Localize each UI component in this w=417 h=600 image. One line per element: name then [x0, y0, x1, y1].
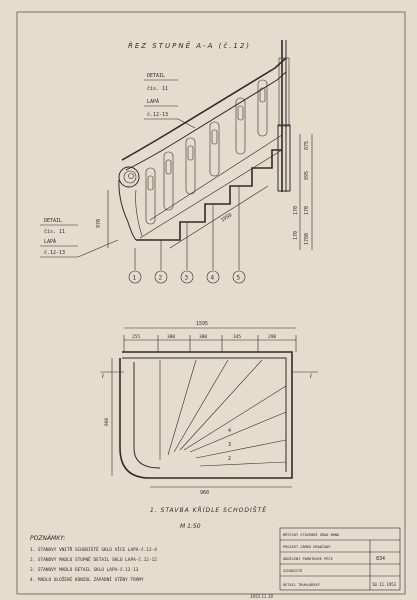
- svg-text:10.11.1953: 10.11.1953: [372, 582, 397, 587]
- handrail-top: [121, 57, 287, 161]
- notes-title: POZNÁMKY:: [30, 535, 65, 542]
- stair-steps: [136, 149, 282, 241]
- svg-text:345: 345: [233, 334, 241, 340]
- baluster: [145, 167, 156, 225]
- volute-newel: [118, 179, 137, 241]
- plan-caption: 1. STAVBA KŘÍDLE SCHODIŠTĚ: [150, 506, 267, 514]
- svg-text:4: 4: [211, 275, 215, 282]
- svg-text:834: 834: [376, 556, 385, 562]
- svg-text:DETAIL: DETAIL: [147, 73, 165, 79]
- plan-outer-wall: [122, 351, 293, 479]
- svg-text:PROJEKT ZÁMKU HRADČANY: PROJEKT ZÁMKU HRADČANY: [283, 544, 331, 549]
- plan-curve-inner: [133, 362, 161, 469]
- volute-mid: [123, 170, 137, 184]
- title-block: MĚSTSKÝ STAVEBNÍ ÚŘAD BRNO PROJEKT ZÁMKU…: [279, 527, 401, 591]
- newel-post-base: [277, 124, 291, 192]
- stringer-line-2: [139, 149, 283, 239]
- svg-text:3. STANOVY MADLO DETAIL SKLO L: 3. STANOVY MADLO DETAIL SKLO LAPA-č.12-1…: [30, 566, 139, 573]
- svg-text:DETAIL: DETAIL: [44, 218, 62, 224]
- svg-text:960: 960: [104, 418, 110, 426]
- detail-label-top: DETAIL čís. 11 LAPÁ č.12-13: [144, 73, 196, 129]
- svg-text:I: I: [102, 373, 104, 380]
- winder-lines: [159, 359, 287, 467]
- post-height-label: 970: [96, 219, 102, 228]
- svg-text:4: 4: [228, 428, 231, 434]
- svg-text:SCHODIŠTĚ: SCHODIŠTĚ: [283, 568, 302, 573]
- handrail-bottom: [125, 71, 287, 171]
- svg-text:LAPÁ: LAPÁ: [147, 98, 159, 105]
- baluster: [257, 79, 268, 137]
- svg-text:5: 5: [237, 275, 241, 282]
- plan-segments: 255 300 300 345 290: [123, 334, 297, 352]
- svg-text:3: 3: [185, 275, 189, 282]
- svg-text:895: 895: [304, 171, 310, 180]
- plan-curve: [119, 358, 151, 479]
- svg-text:1: 1: [133, 275, 137, 282]
- svg-text:LAPÁ: LAPÁ: [44, 238, 56, 245]
- svg-text:3: 3: [228, 442, 231, 448]
- baluster: [163, 151, 174, 211]
- plan-inner-wall: [122, 357, 287, 472]
- svg-text:170: 170: [293, 231, 299, 240]
- svg-text:2: 2: [159, 275, 163, 282]
- run-dim-line: [169, 185, 269, 249]
- run-dim-label: 1950: [220, 212, 233, 223]
- stringer-line: [149, 134, 283, 221]
- svg-text:1780: 1780: [304, 233, 310, 245]
- volute-newel-inner: [135, 189, 143, 237]
- baluster-group: [145, 79, 268, 225]
- bubble-row: 1 2 3 4 5: [128, 186, 246, 284]
- volute-inner: [128, 173, 134, 179]
- svg-text:875: 875: [304, 141, 310, 150]
- svg-text:170: 170: [293, 206, 299, 215]
- svg-text:300: 300: [167, 334, 175, 340]
- svg-text:300: 300: [199, 334, 207, 340]
- svg-text:2: 2: [228, 456, 231, 462]
- baluster: [185, 137, 196, 195]
- svg-text:čís. 11: čís. 11: [44, 228, 65, 235]
- svg-text:170: 170: [304, 206, 310, 215]
- svg-text:ODDĚLENÍ PAMÁTKOVÉ PÉČE: ODDĚLENÍ PAMÁTKOVÉ PÉČE: [283, 556, 333, 561]
- scale-label: M 1:50: [180, 523, 201, 530]
- sheet-border: [16, 11, 406, 595]
- svg-text:290: 290: [268, 334, 276, 340]
- svg-text:MĚSTSKÝ STAVEBNÍ ÚŘAD BRNO: MĚSTSKÝ STAVEBNÍ ÚŘAD BRNO: [283, 532, 339, 537]
- volute-outer: [118, 166, 140, 188]
- svg-text:č.12-13: č.12-13: [44, 249, 65, 256]
- detail-label-bottom: DETAIL čís. 11 LAPÁ č.12-13: [40, 218, 119, 258]
- baluster: [209, 121, 220, 177]
- svg-text:č.12-13: č.12-13: [147, 111, 168, 118]
- plan-total-dim: 1595: [196, 321, 208, 327]
- svg-text:1. STANOVY VNITŘ SCHODIŠTĚ SKL: 1. STANOVY VNITŘ SCHODIŠTĚ SKLO VÍCE LAP…: [30, 545, 157, 553]
- svg-text:2. STANOVY MADLO STUPNĚ DETAIL: 2. STANOVY MADLO STUPNĚ DETAIL SKLO LAPA…: [30, 555, 157, 563]
- svg-text:DETAIL TRUHLÁŘSKÝ: DETAIL TRUHLÁŘSKÝ: [283, 582, 321, 587]
- svg-text:4. MADLO ULOŽENÍ KONZOL ZÁPADN: 4. MADLO ULOŽENÍ KONZOL ZÁPADNÍ STĚNY TR…: [30, 575, 144, 583]
- stamp-footer: 1953 11 18: [250, 594, 273, 599]
- svg-text:960: 960: [200, 490, 209, 496]
- svg-text:255: 255: [132, 334, 140, 340]
- section-title: ŘEZ STUPNĚ A-A (č.12): [128, 41, 251, 50]
- svg-text:čís. 11: čís. 11: [147, 85, 168, 92]
- baluster: [235, 97, 246, 155]
- newel-post-shaft: [278, 57, 290, 127]
- svg-text:I: I: [310, 373, 312, 380]
